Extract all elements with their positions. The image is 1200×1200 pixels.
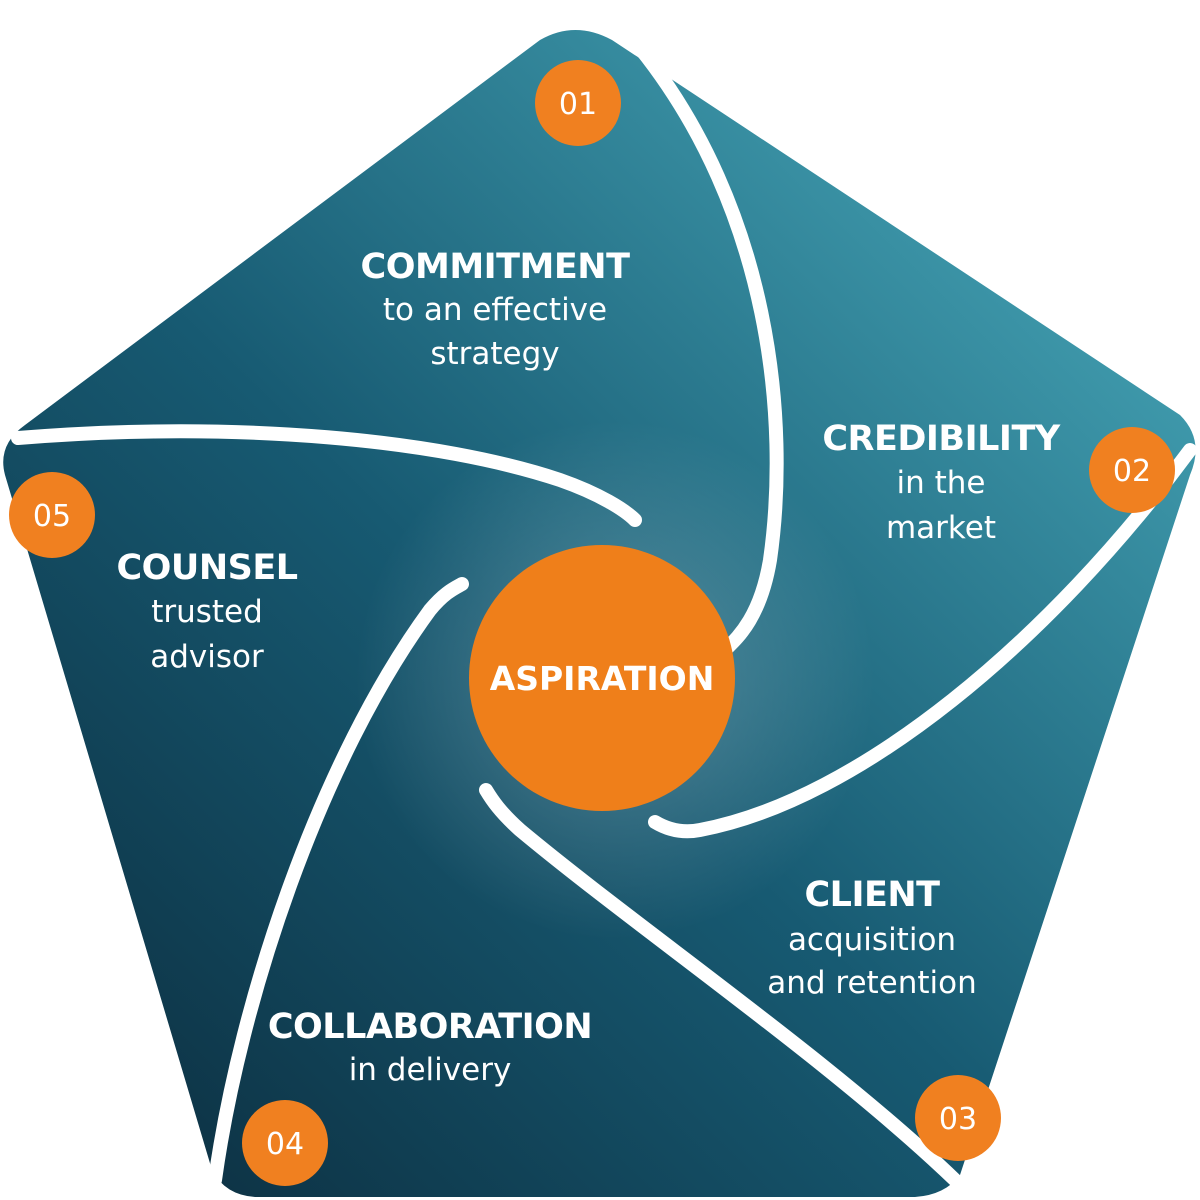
- segment-05-line-2: advisor: [150, 639, 264, 675]
- divider-4: [208, 577, 469, 1187]
- center-label: ASPIRATION: [490, 659, 715, 698]
- divider-2: [648, 443, 1197, 839]
- segment-03-line-1: acquisition: [788, 922, 956, 958]
- segment-01-title: COMMITMENT: [361, 247, 631, 287]
- badge-01-number: 01: [559, 87, 597, 122]
- badge-05: [9, 472, 95, 558]
- center-circle: [469, 545, 735, 811]
- badge-04: [242, 1100, 328, 1186]
- badge-05-number: 05: [33, 499, 71, 534]
- segment-01: 01 COMMITMENT to an effective strategy: [361, 60, 631, 372]
- segment-05: 05 COUNSEL trusted advisor: [9, 472, 298, 675]
- badge-03-number: 03: [939, 1102, 977, 1137]
- segment-05-line-1: trusted: [151, 594, 263, 630]
- badge-02-number: 02: [1113, 454, 1151, 489]
- segment-05-title: COUNSEL: [116, 548, 297, 588]
- badge-01: [535, 60, 621, 146]
- divider-3: [479, 783, 962, 1187]
- segment-04: 04 COLLABORATION in delivery: [242, 1007, 593, 1186]
- badge-04-number: 04: [266, 1127, 304, 1162]
- segment-01-line-2: strategy: [430, 336, 559, 372]
- badge-02: [1089, 427, 1175, 513]
- segment-03: 03 CLIENT acquisition and retention: [767, 875, 1001, 1161]
- segment-04-line-1: in delivery: [349, 1052, 512, 1088]
- segment-01-line-1: to an effective: [383, 292, 607, 328]
- segment-02: 02 CREDIBILITY in the market: [822, 419, 1175, 546]
- segment-04-title: COLLABORATION: [268, 1007, 592, 1047]
- segment-02-line-2: market: [886, 510, 996, 546]
- badge-03: [915, 1075, 1001, 1161]
- segment-02-line-1: in the: [897, 465, 986, 501]
- segment-03-line-2: and retention: [767, 965, 977, 1001]
- segment-03-title: CLIENT: [804, 875, 940, 915]
- swirl-dividers: [11, 41, 1197, 1187]
- divider-5: [11, 424, 642, 527]
- segment-02-title: CREDIBILITY: [822, 419, 1061, 459]
- divider-1: [633, 41, 784, 657]
